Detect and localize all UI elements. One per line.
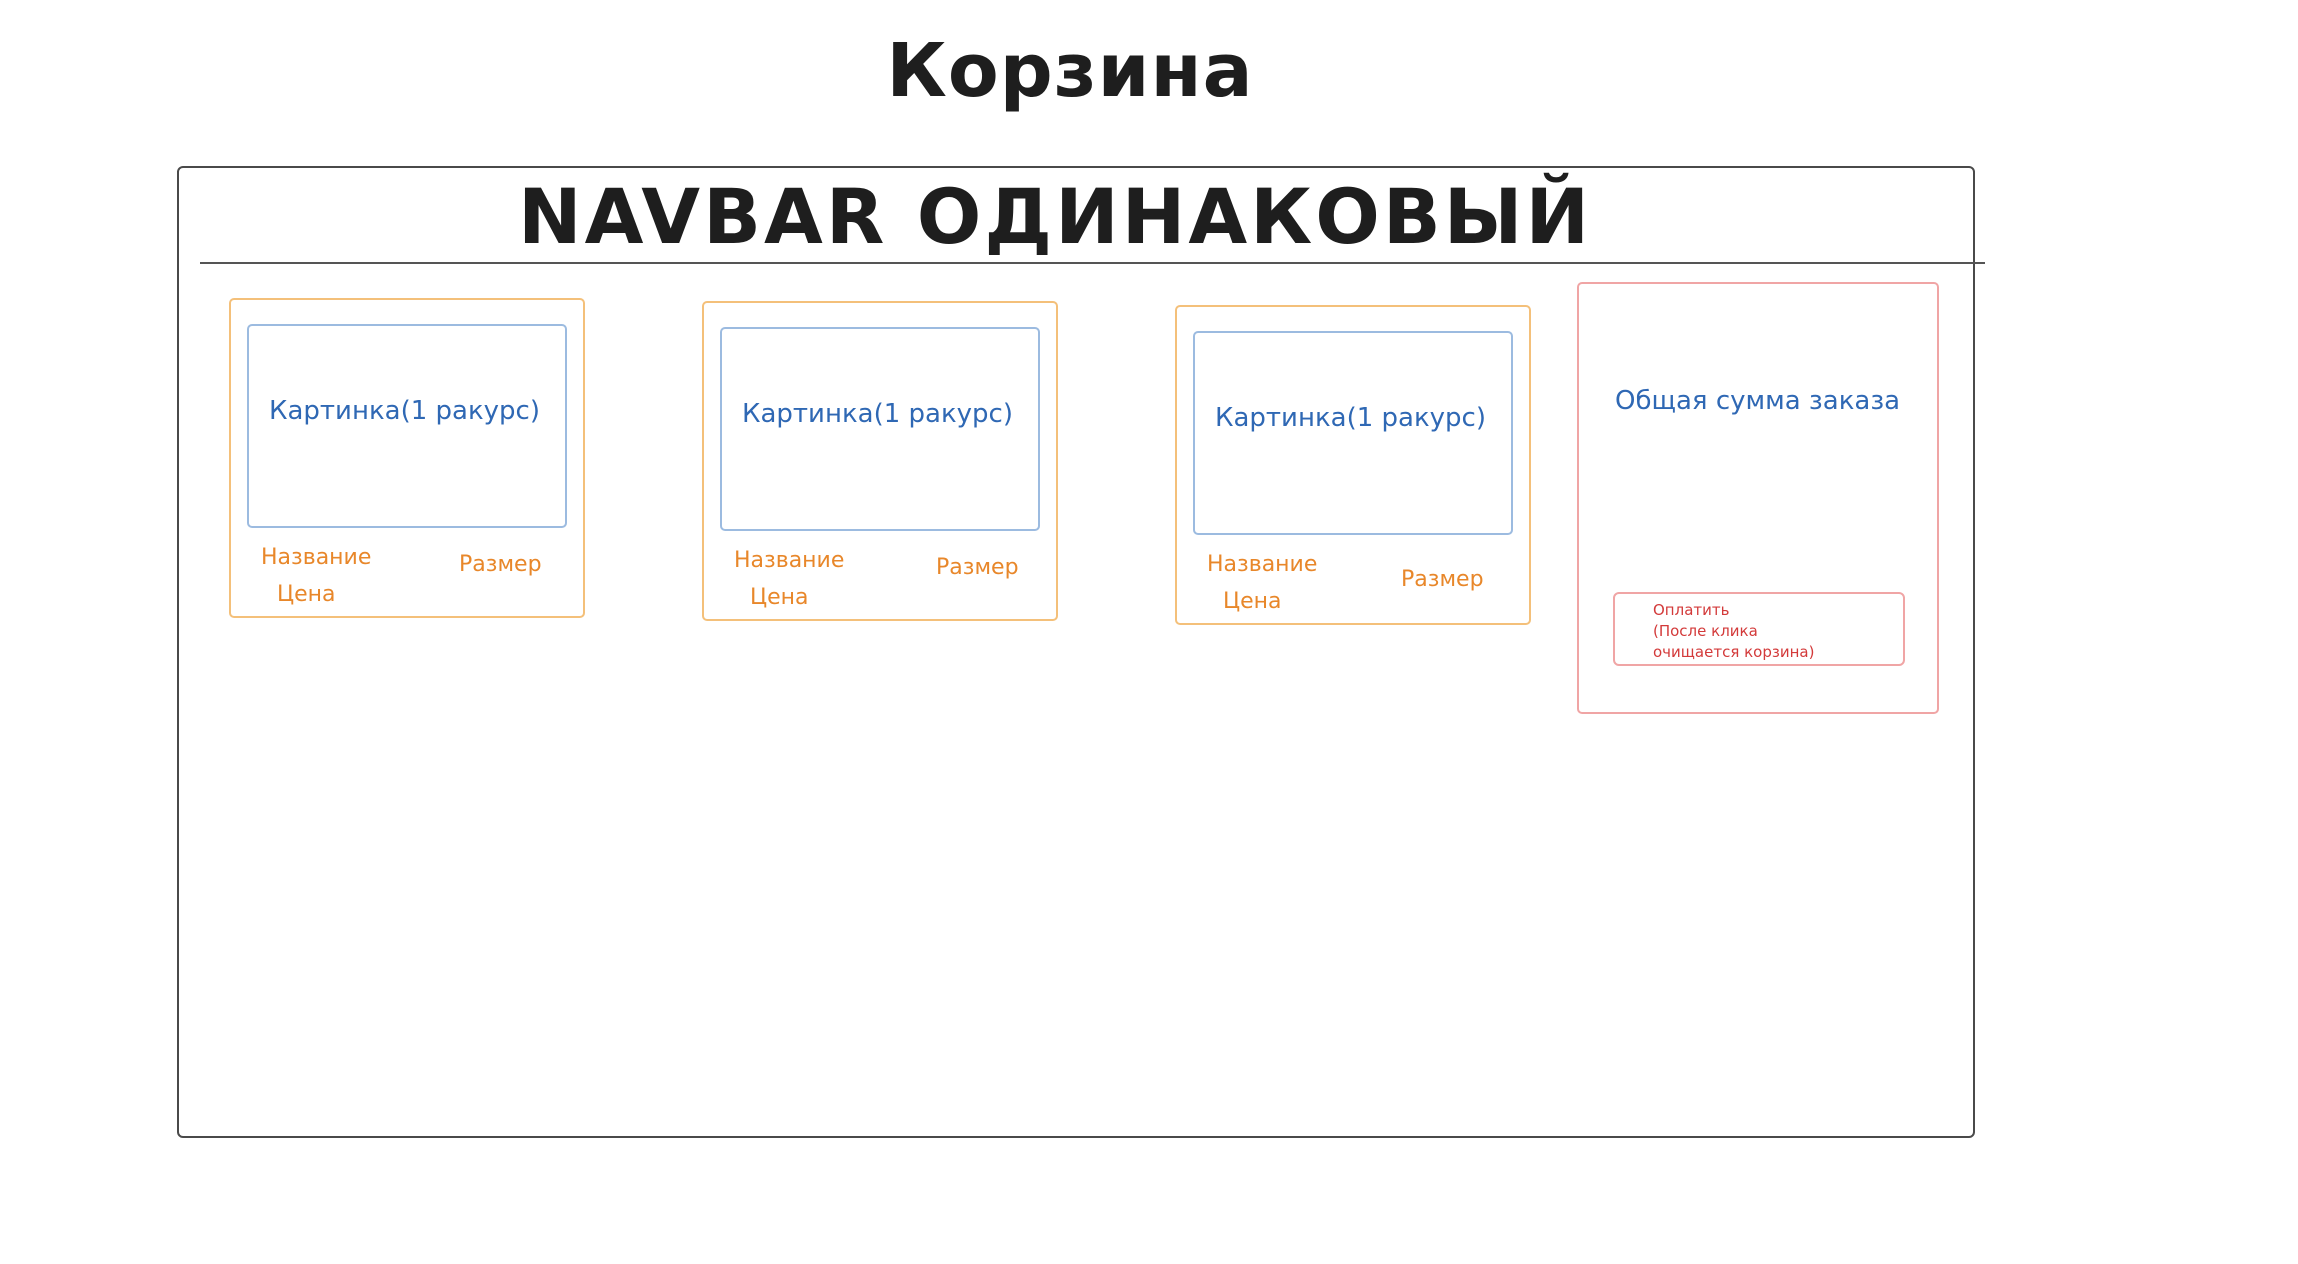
product-image-placeholder: Картинка(1 ракурс) [1193, 331, 1513, 535]
page-frame [177, 166, 1975, 1138]
product-image-label: Картинка(1 ракурс) [742, 399, 1013, 429]
product-size-label: Размер [936, 555, 1019, 580]
navbar-placeholder: NAVBAR ОДИНАКОВЫЙ [518, 172, 1593, 261]
pay-button-line: очищается корзина) [1653, 643, 1815, 661]
cart-item-card[interactable]: Картинка(1 ракурс) Название Цена Размер [229, 298, 585, 618]
product-size-label: Размер [1401, 567, 1484, 592]
order-total-label: Общая сумма заказа [1615, 386, 1901, 416]
product-name-label: Название [261, 545, 372, 570]
product-image-placeholder: Картинка(1 ракурс) [247, 324, 567, 528]
pay-button-line: (После клика [1653, 622, 1758, 640]
cart-item-card[interactable]: Картинка(1 ракурс) Название Цена Размер [1175, 305, 1531, 625]
pay-button-label: Оплатить (После клика очищается корзина) [1653, 600, 1814, 663]
order-summary-panel: Общая сумма заказа Оплатить (После клика… [1577, 282, 1939, 714]
cart-item-card[interactable]: Картинка(1 ракурс) Название Цена Размер [702, 301, 1058, 621]
navbar-divider [200, 262, 1985, 264]
product-name-label: Название [1207, 552, 1318, 577]
page-title: Корзина [886, 28, 1254, 114]
pay-button[interactable]: Оплатить (После клика очищается корзина) [1613, 592, 1905, 666]
product-price-label: Цена [1223, 589, 1282, 614]
pay-button-line: Оплатить [1653, 601, 1730, 619]
product-name-label: Название [734, 548, 845, 573]
product-price-label: Цена [277, 582, 336, 607]
product-size-label: Размер [459, 552, 542, 577]
product-price-label: Цена [750, 585, 809, 610]
product-image-label: Картинка(1 ракурс) [269, 396, 540, 426]
product-image-label: Картинка(1 ракурс) [1215, 403, 1486, 433]
product-image-placeholder: Картинка(1 ракурс) [720, 327, 1040, 531]
